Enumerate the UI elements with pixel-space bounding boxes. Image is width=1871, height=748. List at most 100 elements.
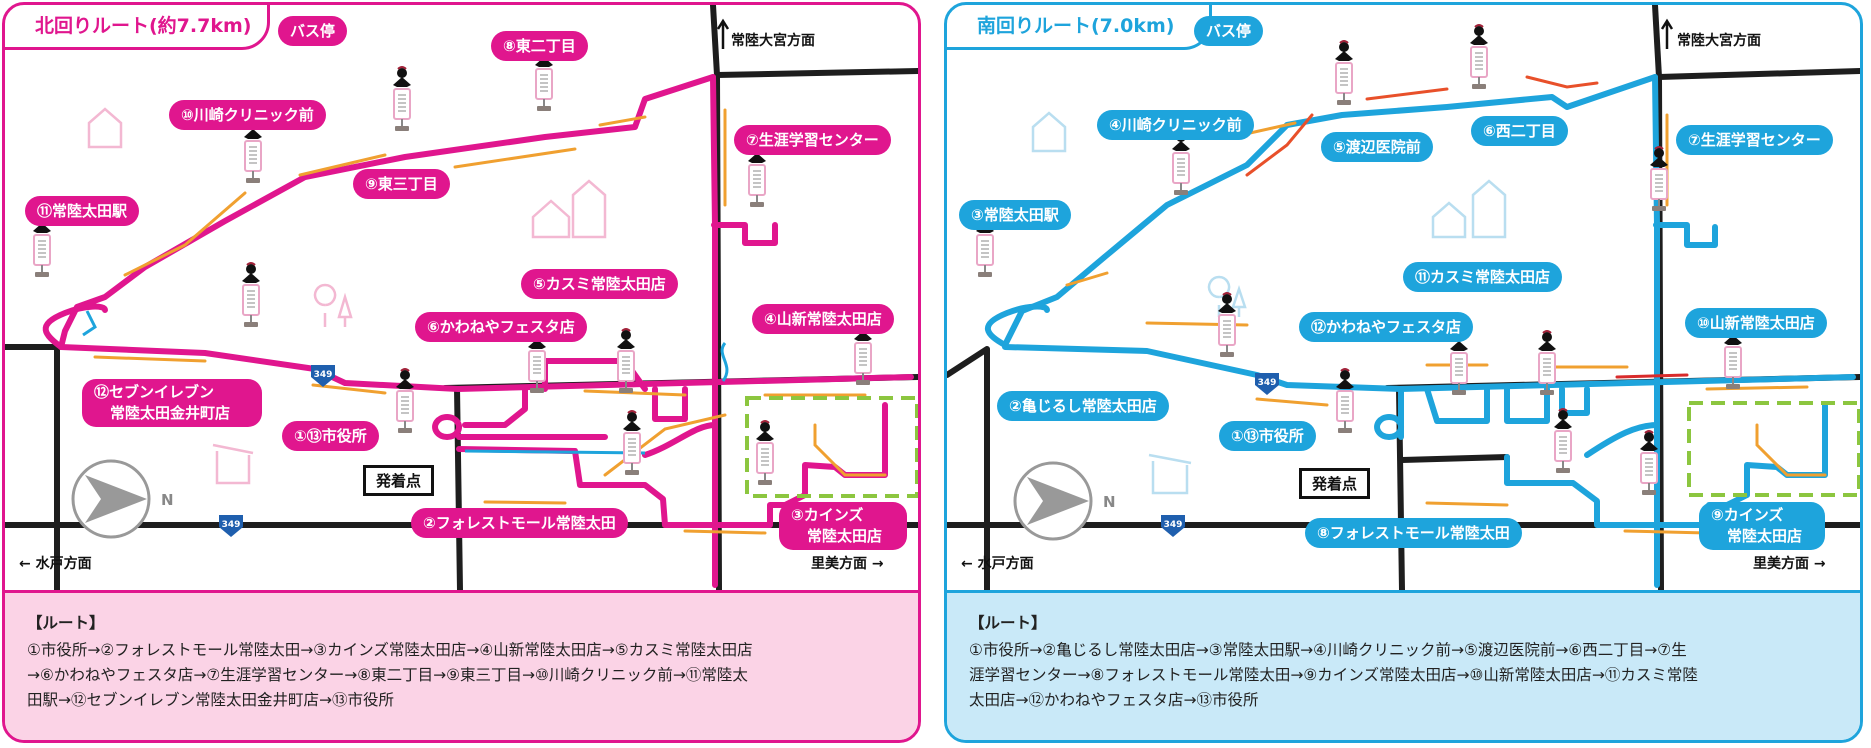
stop-label-10[interactable]: ⑩山新常陸太田店	[1685, 308, 1827, 338]
route-line: ①市役所→②亀じるし常陸太田店→③常陸太田駅→④川崎クリニック前→⑤渡辺医院前→…	[969, 641, 1687, 659]
north-route-description: 【ルート】 ①市役所→②フォレストモール常陸太田→③カインズ常陸太田店→④山新常…	[5, 590, 918, 740]
direction-satomi: 里美方面 →	[1753, 556, 1826, 572]
shield-label: 349	[1258, 378, 1277, 388]
compass-icon: N	[1013, 461, 1116, 541]
bus-stop-icon	[622, 410, 642, 476]
stop-label-4[interactable]: ④川崎クリニック前	[1097, 110, 1254, 140]
stop-label-12-line1: ⑫セブンイレブン	[94, 383, 215, 401]
stop-label-8[interactable]: ⑧フォレストモール常陸太田	[1305, 518, 1522, 548]
stop-label-9[interactable]: ⑨カインズ 常陸太田店	[1699, 502, 1825, 550]
north-route-panel: 349 349 N 北回りルート(約7.7km) バス停 常陸大宮方面 ← 水戸…	[2, 2, 921, 743]
stop-label-7[interactable]: ⑦生涯学習センター	[734, 125, 891, 155]
stop-label-12[interactable]: ⑫かわねやフェスタ店	[1299, 312, 1474, 342]
direction-arrows	[93, 108, 887, 535]
stop-label-12[interactable]: ⑫セブンイレブン 常陸太田金井町店	[82, 379, 262, 427]
stop-label-10[interactable]: ⑩川崎クリニック前	[169, 100, 326, 130]
stop-label-1-13[interactable]: ①⑬市役所	[282, 421, 379, 451]
stop-label-3-line2: 常陸太田店	[807, 527, 883, 545]
bus-stop-legend: バス停	[278, 16, 348, 46]
stop-label-9-line1: ⑨カインズ	[1711, 506, 1784, 524]
south-route-description: 【ルート】 ①市役所→②亀じるし常陸太田店→③常陸太田駅→④川崎クリニック前→⑤…	[947, 590, 1860, 740]
shield-label: 349	[314, 370, 333, 380]
bus-stop-icon	[1649, 146, 1669, 212]
route-line: ①市役所→②フォレストモール常陸太田→③カインズ常陸太田店→④山新常陸太田店→⑤…	[27, 641, 753, 659]
stop-label-5[interactable]: ⑤カスミ常陸太田店	[521, 269, 678, 299]
shop-icon	[1148, 453, 1192, 495]
stop-label-8[interactable]: ⑧東二丁目	[491, 31, 588, 61]
stop-label-12-line2: 常陸太田金井町店	[110, 404, 231, 422]
stop-label-7[interactable]: ⑦生涯学習センター	[1676, 125, 1833, 155]
direction-satomi: 里美方面 →	[811, 556, 884, 572]
north-route-map: 349 349 N	[5, 5, 918, 590]
building-icon	[571, 179, 607, 239]
south-route-panel: 349 349 N 南回りルート(7.0km) バス停 常陸大宮方面 ← 水戸方…	[944, 2, 1863, 743]
north-route-line	[42, 74, 914, 588]
house-icon	[531, 199, 571, 239]
building-icon	[1471, 179, 1507, 239]
south-route-line	[984, 74, 1856, 588]
route-349-shield: 349	[311, 365, 335, 387]
south-route-title: 南回りルート(7.0km)	[947, 5, 1212, 50]
route-349-shield: 349	[1255, 373, 1279, 395]
route-line: 涯学習センター→⑧フォレストモール常陸太田→⑨カインズ常陸太田店→⑩山新常陸太田…	[969, 666, 1698, 684]
stop-label-9-line2: 常陸太田店	[1727, 527, 1803, 545]
bus-stop-icon	[1171, 130, 1191, 196]
stop-label-2[interactable]: ②亀じるし常陸太田店	[997, 391, 1169, 421]
origin-label: 発着点	[1299, 468, 1371, 499]
stop-label-5[interactable]: ⑤渡辺医院前	[1321, 132, 1433, 162]
route-349-shield: 349	[219, 515, 243, 537]
up-arrow-icon	[1660, 18, 1674, 49]
stop-label-3[interactable]: ③カインズ 常陸太田店	[779, 502, 907, 550]
stop-label-9[interactable]: ⑨東三丁目	[353, 169, 450, 199]
stop-label-11[interactable]: ⑪カスミ常陸太田店	[1403, 262, 1563, 292]
stop-label-3-line1: ③カインズ	[791, 506, 864, 524]
route-line: →⑥かわねやフェスタ店→⑦生涯学習センター→⑧東二丁目→⑨東三丁目→⑩川崎クリニ…	[27, 666, 748, 684]
bus-stop-icons	[975, 24, 1743, 496]
compass-north-label: N	[161, 491, 174, 509]
bus-stop-icon	[395, 368, 415, 434]
route-heading: 【ルート】	[27, 614, 105, 632]
compass-icon: N	[71, 459, 174, 539]
road-lower-connector	[1399, 454, 1510, 463]
up-arrow-icon	[716, 18, 730, 49]
road-east-upper	[714, 68, 918, 78]
stop-label-4[interactable]: ④山新常陸太田店	[752, 304, 894, 334]
house-icons	[87, 107, 607, 485]
bus-stop-legend: バス停	[1194, 16, 1264, 46]
bus-stop-icon	[1334, 40, 1354, 106]
bus-stop-icon	[1469, 24, 1489, 90]
bus-stop-icon	[241, 262, 261, 328]
route-line: 田駅→⑫セブンイレブン常陸太田金井町店→⑬市役所	[27, 691, 394, 709]
direction-hitachiomiya: 常陸大宮方面	[731, 33, 815, 49]
shop-icon	[212, 443, 254, 485]
house-icon	[1431, 201, 1467, 239]
route-heading: 【ルート】	[969, 614, 1047, 632]
bus-stop-icon	[1335, 368, 1355, 434]
red-arrows	[1245, 75, 1689, 379]
origin-label: 発着点	[363, 465, 435, 496]
stop-label-6[interactable]: ⑥かわねやフェスタ店	[415, 312, 587, 342]
road-east-upper	[1656, 68, 1860, 80]
route-line: 太田店→⑫かわねやフェスタ店→⑬市役所	[969, 691, 1259, 709]
bus-stop-icon	[1553, 408, 1573, 474]
stop-label-3[interactable]: ③常陸太田駅	[959, 200, 1071, 230]
direction-mito: ← 水戸方面	[961, 556, 1034, 572]
stop-label-2[interactable]: ②フォレストモール常陸太田	[411, 508, 628, 538]
highlight-box	[745, 396, 918, 498]
tree-icon	[313, 283, 353, 327]
house-icon	[87, 107, 123, 149]
highlight-box	[1687, 401, 1860, 497]
stop-label-11[interactable]: ⑪常陸太田駅	[25, 196, 140, 226]
bus-stop-icon	[392, 66, 412, 132]
stop-label-1-13[interactable]: ①⑬市役所	[1219, 421, 1316, 451]
shield-label: 349	[222, 520, 241, 530]
stop-label-6[interactable]: ⑥西二丁目	[1471, 116, 1568, 146]
direction-mito: ← 水戸方面	[19, 556, 92, 572]
blue-arrows	[82, 310, 729, 455]
north-route-title: 北回りルート(約7.7km)	[5, 5, 270, 50]
bus-stop-icon	[755, 420, 775, 486]
house-icon	[1031, 111, 1067, 153]
shield-label: 349	[1164, 520, 1183, 530]
south-route-map: 349 349 N	[947, 5, 1860, 590]
direction-hitachiomiya: 常陸大宮方面	[1677, 33, 1761, 49]
